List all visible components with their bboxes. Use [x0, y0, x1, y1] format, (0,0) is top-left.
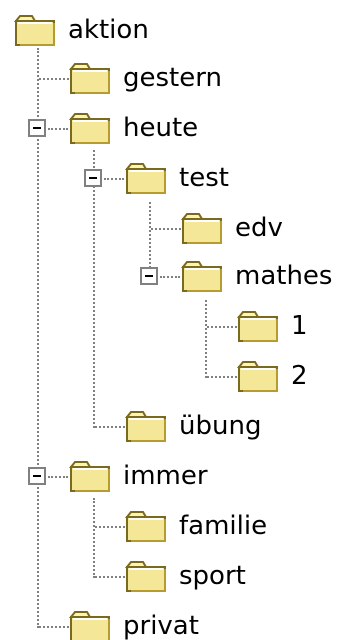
minus-icon [33, 475, 41, 477]
tree-node-label: edv [235, 213, 283, 243]
tree-line-mathes-stub [160, 276, 180, 278]
folder-icon [14, 12, 58, 48]
tree-node-gestern[interactable]: gestern [69, 58, 222, 98]
folder-icon [237, 308, 281, 344]
tree-line-privat [39, 626, 69, 628]
collapse-toggle-test[interactable] [84, 169, 102, 187]
folder-icon [69, 608, 113, 640]
tree-node-label: übung [179, 411, 262, 441]
tree-node-label: heute [123, 113, 199, 143]
tree-node-heute[interactable]: heute [69, 108, 198, 148]
folder-icon [69, 458, 113, 494]
folder-icon [69, 60, 113, 96]
tree-node-label: aktion [68, 15, 149, 45]
tree-node-aktion[interactable]: aktion [14, 10, 149, 50]
tree-line-uebung [95, 426, 125, 428]
tree-node-label: mathes [235, 261, 333, 291]
tree-node-familie[interactable]: familie [125, 506, 267, 546]
tree-line-heute [93, 150, 95, 428]
folder-icon [125, 160, 169, 196]
tree-line-heute-stub [48, 128, 68, 130]
tree-node-mathes[interactable]: mathes [181, 256, 332, 296]
tree-node-label: 1 [291, 311, 308, 341]
tree-line-edv [151, 228, 181, 230]
tree-line-immer [93, 498, 95, 578]
tree-node-uebung[interactable]: übung [125, 406, 261, 446]
tree-node-1[interactable]: 1 [237, 306, 308, 346]
minus-icon [89, 177, 97, 179]
folder-icon [237, 358, 281, 394]
tree-node-label: test [179, 163, 229, 193]
folder-icon [181, 210, 225, 246]
tree-node-test[interactable]: test [125, 158, 229, 198]
tree-line-mathes [205, 300, 207, 378]
tree-node-label: 2 [291, 361, 308, 391]
tree-node-sport[interactable]: sport [125, 556, 246, 596]
tree-line-test-stub [104, 178, 124, 180]
tree-node-label: familie [179, 511, 268, 541]
minus-icon [33, 127, 41, 129]
tree-node-label: immer [123, 461, 208, 491]
tree-line-immer-stub [48, 476, 68, 478]
folder-icon [125, 408, 169, 444]
collapse-toggle-mathes[interactable] [140, 267, 158, 285]
tree-node-immer[interactable]: immer [69, 456, 208, 496]
minus-icon [145, 275, 153, 277]
tree-line-gestern [39, 78, 69, 80]
tree-node-label: privat [123, 611, 199, 640]
folder-icon [125, 558, 169, 594]
tree-line-2 [207, 376, 237, 378]
tree-node-2[interactable]: 2 [237, 356, 308, 396]
tree-line-sport [95, 576, 125, 578]
tree-node-privat[interactable]: privat [69, 606, 199, 640]
folder-icon [125, 508, 169, 544]
tree-line-familie [95, 526, 125, 528]
folder-icon [181, 258, 225, 294]
tree-line-test [149, 202, 151, 280]
tree-node-label: gestern [123, 63, 222, 93]
tree-node-label: sport [179, 561, 246, 591]
collapse-toggle-immer[interactable] [28, 467, 46, 485]
tree-line-1 [207, 326, 237, 328]
tree-line-root [37, 48, 39, 628]
collapse-toggle-heute[interactable] [28, 119, 46, 137]
tree-node-edv[interactable]: edv [181, 208, 283, 248]
folder-icon [69, 110, 113, 146]
